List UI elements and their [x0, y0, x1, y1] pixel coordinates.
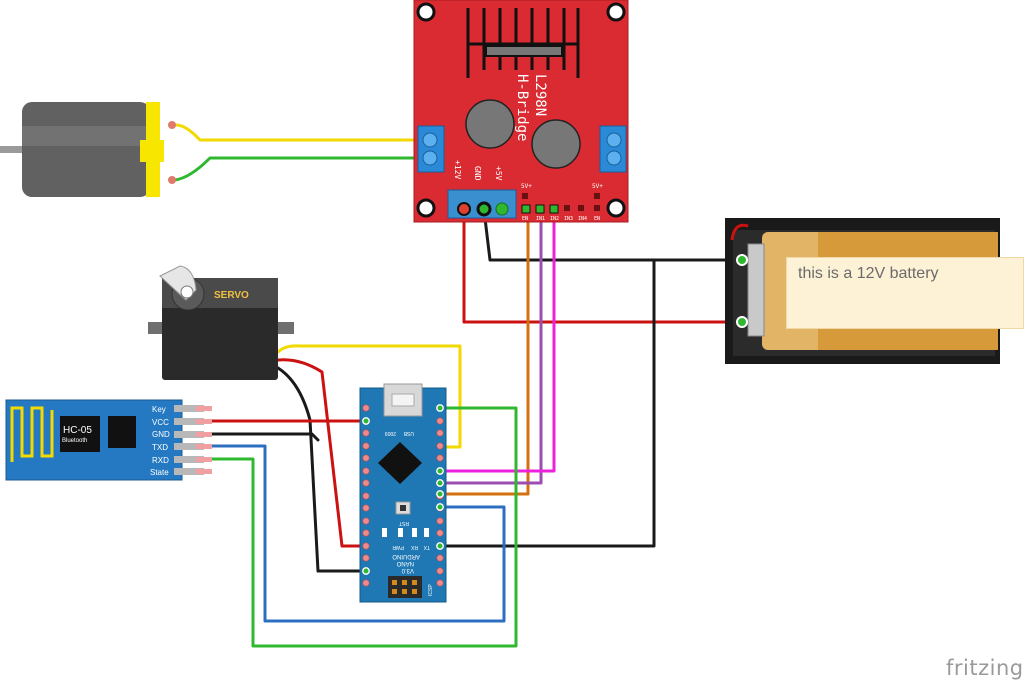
in2-wire-magenta: [438, 210, 556, 473]
nano-led-rx: [412, 528, 417, 537]
bt-pin-label-rxd: RXD: [152, 456, 169, 465]
jumper-pin: [594, 193, 600, 199]
mount-hole: [606, 198, 626, 218]
mount-hole: [416, 198, 436, 218]
nano-connected-pins: [362, 404, 444, 575]
label-in3: IN3: [564, 216, 573, 222]
label-in2: IN2: [550, 216, 559, 222]
battery-cap: [747, 243, 765, 337]
bt-pin-label-state: State: [150, 468, 169, 477]
bt-chip-small: [108, 416, 136, 448]
motor-tab-top: [168, 121, 176, 129]
nano-icsp-label: ICSP: [428, 584, 434, 596]
control-header: [521, 204, 600, 214]
nano-pwr-label: PWR: [392, 544, 404, 550]
heatsink: [466, 8, 580, 78]
capacitor: [465, 99, 515, 149]
servo-label: SERVO: [214, 290, 249, 301]
nano-icsp-header: [388, 576, 422, 598]
nano-led-tx: [424, 528, 429, 537]
bt-pin-label-vcc: VCC: [152, 418, 169, 427]
label-5v-header-left: 5V+: [521, 183, 532, 190]
battery-terminal-positive: [736, 316, 748, 328]
battery-black-wire: [482, 208, 744, 262]
nano-pcb: [359, 387, 447, 603]
label-12v: +12V: [453, 160, 462, 179]
nano-version-label: V3.0: [401, 567, 414, 573]
motor-terminal-block-right: [599, 125, 627, 173]
terminal-5v: [495, 202, 509, 216]
motor-body: [22, 102, 150, 197]
bt-txd-wire: [202, 444, 506, 623]
motor-wire-green: [173, 156, 420, 182]
nano-mcu: [378, 442, 422, 484]
bt-pin-label-txd: TXD: [152, 443, 168, 452]
servo-horn-hole: [180, 285, 194, 299]
battery-note: this is a 12V battery: [786, 257, 1024, 329]
in1-wire-purple: [438, 210, 543, 485]
servo-power-wire: [276, 358, 368, 548]
nano-tx-label: TX: [423, 544, 430, 550]
label-en: EN: [522, 216, 528, 222]
nano-reset-dot: [400, 505, 406, 511]
terminal-gnd: [476, 201, 492, 217]
hbridge-model-label: L298N: [532, 74, 548, 116]
jumper-pin: [522, 193, 528, 199]
capacitor: [531, 119, 581, 169]
bt-chip-main: [60, 416, 100, 452]
wires: [173, 123, 744, 648]
nano-model-label: NANO: [396, 560, 414, 566]
hbridge-subtitle-label: H-Bridge: [514, 74, 530, 141]
nano-year-label: 2009: [385, 430, 396, 436]
battery-red-wire: [462, 208, 744, 324]
arduino-nano: USB 2009 RST PWR RX TX ARDUINO NANO V3.0…: [359, 383, 447, 603]
label-in1: IN1: [536, 216, 545, 222]
nano-pins-left: [362, 404, 370, 587]
nano-led-l: [382, 528, 387, 537]
nano-rst-label: RST: [399, 520, 409, 526]
bt-header-pins: [174, 405, 212, 475]
hbridge-pcb: [413, 0, 629, 223]
motor-shaft: [0, 146, 26, 153]
nano-led-pwr: [398, 528, 403, 537]
heatsink-base: [485, 45, 563, 57]
nano-icsp-pins: [392, 580, 417, 594]
mount-hole: [606, 2, 626, 22]
label-en-b: EN: [594, 216, 600, 222]
label-5v-header-right: 5V+: [592, 183, 603, 190]
dc-motor: [0, 102, 176, 197]
motor-wire-yellow: [173, 123, 420, 142]
en-wire-orange: [438, 210, 530, 496]
fritzing-brand-label: fritzing: [946, 656, 1024, 680]
nano-usb-label: USB: [403, 430, 414, 436]
mount-hole: [416, 2, 436, 22]
hc05-module: HC-05 Bluetooth Key VCC GND TXD RXD Stat…: [5, 399, 212, 481]
motor-terminal-block-left: [417, 125, 445, 173]
ground-to-nano-wire: [438, 258, 656, 548]
label-5v: +5V: [494, 166, 503, 181]
bt-subtitle-label: Bluetooth: [62, 438, 87, 444]
servo-ground-wire: [276, 366, 368, 573]
nano-usb-inner: [391, 393, 415, 407]
label-gnd: GND: [473, 166, 482, 181]
servo-motor: SERVO: [148, 265, 294, 380]
motor-tab-bottom: [168, 176, 176, 184]
bt-pin-label-key: Key: [152, 405, 166, 414]
bt-pin-label-gnd: GND: [152, 430, 170, 439]
label-in4: IN4: [578, 216, 587, 222]
bt-antenna-trace: [10, 406, 54, 462]
battery-terminal-negative: [736, 254, 748, 266]
motor-body-highlight: [22, 126, 150, 146]
bt-model-label: HC-05: [63, 425, 92, 436]
bt-rxd-wire: [202, 406, 518, 648]
bt-gnd-wire: [202, 432, 320, 442]
l298n-board: L298N H-Bridge +12V GND +5V 5V+ 5V+: [413, 0, 629, 223]
servo-signal-wire: [276, 344, 462, 449]
battery-red-lead: [730, 223, 749, 241]
nano-name-label: ARDUINO: [392, 553, 420, 559]
nano-rx-label: RX: [410, 544, 418, 550]
motor-terminal: [140, 140, 164, 162]
terminal-12v: [457, 202, 471, 216]
